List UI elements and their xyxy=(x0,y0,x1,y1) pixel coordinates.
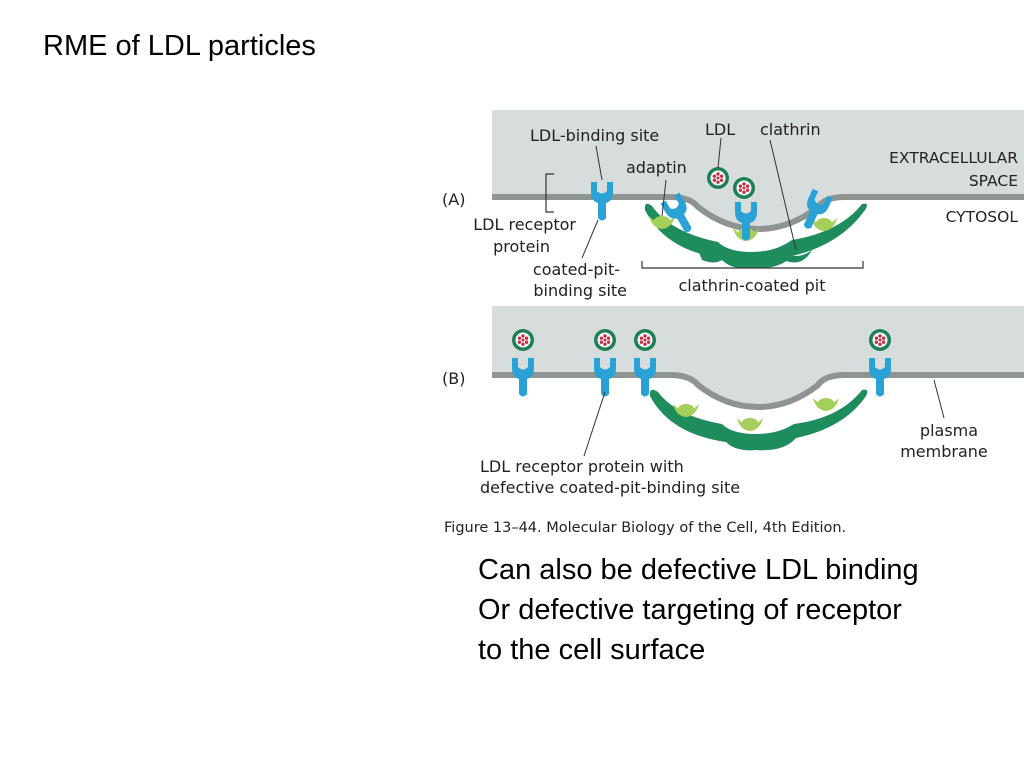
plasma-membrane-label-line2: membrane xyxy=(900,442,988,461)
plasma-membrane-label-line1: plasma xyxy=(920,421,978,440)
extracellular-label-line1: EXTRACELLULAR xyxy=(889,149,1018,167)
adaptin-label: adaptin xyxy=(626,158,687,177)
clathrin-coated-pit-label: clathrin-coated pit xyxy=(678,276,825,295)
leader-ldl xyxy=(717,137,722,169)
extracellular-space-a xyxy=(492,110,1024,228)
clathrin-label: clathrin xyxy=(760,120,821,139)
clathrin-triskelion-a2 xyxy=(780,250,812,263)
plasma-membrane-b xyxy=(492,372,1024,411)
receptor-label-line2: protein xyxy=(493,237,550,256)
receptor-bracket xyxy=(545,173,554,213)
leader-defective-receptor xyxy=(583,391,606,457)
ldl-endocytosis-figure: (A) LDL-binding site LDL clathrin adapti… xyxy=(430,100,1024,540)
leader-coated-pit-binding-site xyxy=(581,219,599,259)
leader-ldl-binding-site xyxy=(595,145,603,181)
ldl-label: LDL xyxy=(705,120,735,139)
figure-caption: Figure 13–44. Molecular Biology of the C… xyxy=(444,520,846,536)
ldl-particle-a1 xyxy=(707,167,729,189)
receptor-label-line1: LDL receptor xyxy=(473,215,576,234)
panel-a-label: (A) xyxy=(442,190,465,209)
coated-pit-binding-label-line1: coated-pit- xyxy=(533,260,620,279)
ldl-particle-b3 xyxy=(634,329,656,351)
cytosol-label: CYTOSOL xyxy=(946,208,1019,226)
notes: Can also be defective LDL binding Or def… xyxy=(478,550,919,670)
coated-pit-binding-label-line2: binding site xyxy=(533,281,627,300)
leader-clathrin xyxy=(769,139,797,251)
leader-plasma-membrane xyxy=(933,379,945,419)
coated-pit-bracket xyxy=(641,261,864,269)
clathrin-triskelion-a1 xyxy=(698,250,730,263)
panel-a: (A) LDL-binding site LDL clathrin adapti… xyxy=(442,110,1024,300)
ldl-particle-b4 xyxy=(869,329,891,351)
extracellular-label-line2: SPACE xyxy=(969,172,1018,190)
ldl-binding-site-label: LDL-binding site xyxy=(530,126,659,145)
clathrin-coat-b xyxy=(649,389,868,451)
note-line-1: Can also be defective LDL binding xyxy=(478,554,919,586)
leader-adaptin xyxy=(661,179,667,217)
defective-receptor-label-line2: defective coated-pit-binding site xyxy=(480,478,740,497)
note-line-2: Or defective targeting of receptor xyxy=(478,594,902,626)
plasma-membrane-a xyxy=(492,194,1024,233)
defective-receptor-label-line1: LDL receptor protein with xyxy=(480,457,684,476)
panel-b-label: (B) xyxy=(442,369,465,388)
ldl-particle-a2 xyxy=(733,177,755,199)
ldl-particle-b2 xyxy=(594,329,616,351)
panel-b: (B) plasma membrane LDL receptor protein… xyxy=(442,306,1024,497)
adaptin-b3 xyxy=(813,398,839,411)
adaptin-b2 xyxy=(737,418,763,431)
note-line-3: to the cell surface xyxy=(478,634,706,666)
extracellular-space-b xyxy=(492,306,1024,406)
slide-title: RME of LDL particles xyxy=(43,30,316,62)
ldl-particle-b1 xyxy=(512,329,534,351)
